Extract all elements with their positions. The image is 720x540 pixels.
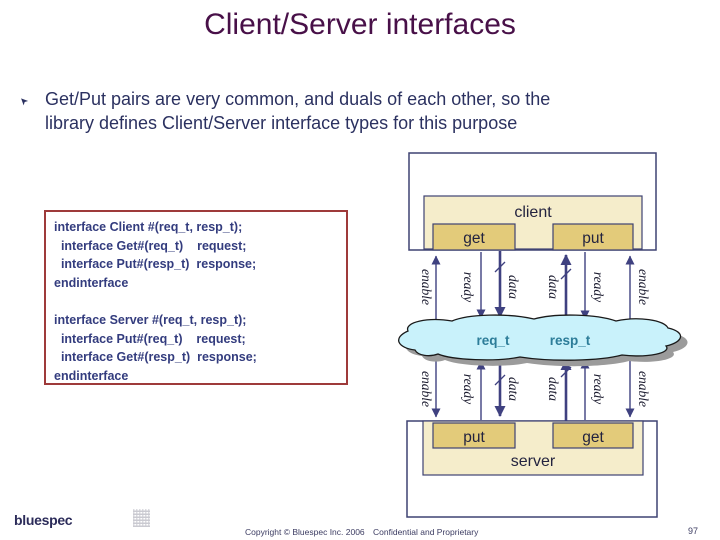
server-put-label: put [463,429,485,446]
signal-label-ready: ready [461,374,476,404]
bus-slash-icon [560,366,572,378]
signal-label-ready: ready [591,272,606,302]
bus-slash-icon [560,268,572,280]
signal-label-enable: enable [419,269,434,305]
req-type-label: req_t [476,333,510,348]
bullet-line-2: library defines Client/Server interface … [45,113,518,133]
signal-label-data: data [506,275,521,299]
code-line: interface Put#(resp_t) response; [54,257,257,272]
server-get-label: get [582,429,604,446]
signal-label-ready: ready [591,374,606,404]
code-line: interface Server #(req_t, resp_t); [54,312,247,327]
bus-slash-icon [494,261,506,273]
server-label: server [511,453,556,470]
code-line: endinterface [54,275,129,290]
logo-pixel-pattern-icon [133,509,150,527]
code-line: endinterface [54,368,129,383]
signal-label-data: data [506,377,521,401]
bullet-paragraph: Get/Put pairs are very common, and duals… [45,87,550,135]
client-put-box [552,223,634,251]
footer-copyright: Copyright © Bluespec Inc. 2006 [245,527,365,537]
server-put-box [432,422,516,449]
code-line: interface Get#(req_t) request; [54,238,247,253]
interface-code-box: interface Client #(req_t, resp_t); inter… [44,210,348,385]
footer-confidential: Confidential and Proprietary [373,527,479,537]
server-get-box [552,422,634,449]
client-get-label: get [463,230,485,247]
resp-type-label: resp_t [550,333,591,348]
cloud-shape [398,314,682,361]
signal-label-enable: enable [636,371,651,407]
bluespec-logo: bluespec [14,512,73,528]
code-line: interface Client #(req_t, resp_t); [54,220,243,234]
signal-label-enable: enable [419,371,434,407]
bus-slash-icon [494,374,506,386]
slide-title: Client/Server interfaces [204,8,516,41]
signal-label-data: data [546,275,561,299]
signal-label-enable: enable [636,269,651,305]
client-put-label: put [582,230,604,247]
signal-label-data: data [546,377,561,401]
bullet-line-1: Get/Put pairs are very common, and duals… [45,89,551,109]
client-get-box [432,223,516,251]
client-label: client [514,204,552,221]
page-number: 97 [688,526,699,536]
signal-label-ready: ready [461,272,476,302]
code-line: interface Put#(req_t) request; [54,331,246,346]
code-line: interface Get#(resp_t) response; [54,350,257,365]
